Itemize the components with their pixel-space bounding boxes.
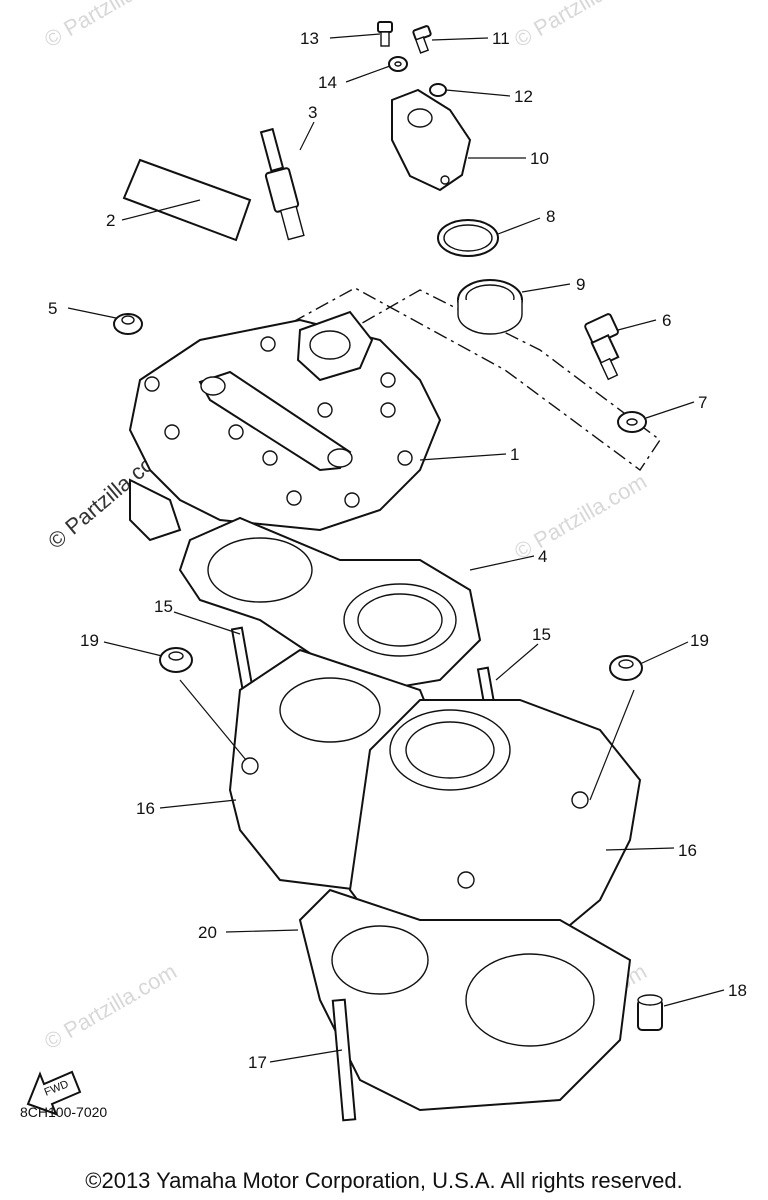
callouts: 13 11 14 12 10 3 2 8 9 6 7 5 1 4 15 15 1…: [48, 29, 747, 1072]
callout-16-right: 16: [678, 841, 697, 860]
watermark-top-left: © Partzilla.com: [40, 0, 181, 52]
callout-8: 8: [546, 207, 555, 226]
callout-10: 10: [530, 149, 549, 168]
stud-17: [331, 998, 357, 1122]
nut-19-right: [609, 655, 643, 681]
callout-1: 1: [510, 445, 519, 464]
nut-19-left: [159, 647, 193, 673]
cylinder-16-right: [348, 699, 642, 962]
temp-sensor-6: [584, 313, 620, 381]
callout-16-left: 16: [136, 799, 155, 818]
callout-19-left: 19: [80, 631, 99, 650]
callout-14: 14: [318, 73, 337, 92]
watermark-bottom-left: © Partzilla.com: [40, 959, 181, 1055]
watermark-mid-right: © Partzilla.com: [510, 469, 651, 565]
diagram-code: 8CH100-7020: [20, 1104, 108, 1120]
base-gasket-20: [298, 888, 632, 1112]
seal-9: [457, 279, 523, 335]
spark-plug-3: [259, 127, 305, 241]
fwd-arrow-icon: FWD: [26, 1070, 82, 1116]
callout-19-right: 19: [690, 631, 709, 650]
copyright-notice: ©2013 Yamaha Motor Corporation, U.S.A. A…: [85, 1168, 683, 1193]
nut-5: [113, 313, 143, 335]
callout-3: 3: [308, 103, 317, 122]
callout-4: 4: [538, 547, 547, 566]
dowel-18: [637, 994, 663, 1031]
callout-5: 5: [48, 299, 57, 318]
callout-9: 9: [576, 275, 585, 294]
callout-7: 7: [698, 393, 707, 412]
callout-17: 17: [248, 1053, 267, 1072]
decal-2: YAMAHA YZR: [122, 158, 252, 242]
callout-6: 6: [662, 311, 671, 330]
callout-13: 13: [300, 29, 319, 48]
watermark-top-right: © Partzilla.com: [510, 0, 651, 52]
callout-15-left: 15: [154, 597, 173, 616]
head-gasket-4: [178, 516, 482, 692]
thermostat-cover-10: [391, 88, 472, 192]
callout-18: 18: [728, 981, 747, 1000]
callout-15-right: 15: [532, 625, 551, 644]
leader-lines: [67, 33, 725, 1063]
washer-12: [429, 83, 447, 97]
callout-12: 12: [514, 87, 533, 106]
assembly-outline: [148, 287, 661, 472]
callout-2: 2: [106, 211, 115, 230]
callout-20: 20: [198, 923, 217, 942]
callout-11: 11: [492, 29, 510, 48]
bolt-11: [412, 25, 432, 54]
cylinder-head-1: [128, 310, 442, 542]
bolt-13: [377, 21, 393, 47]
